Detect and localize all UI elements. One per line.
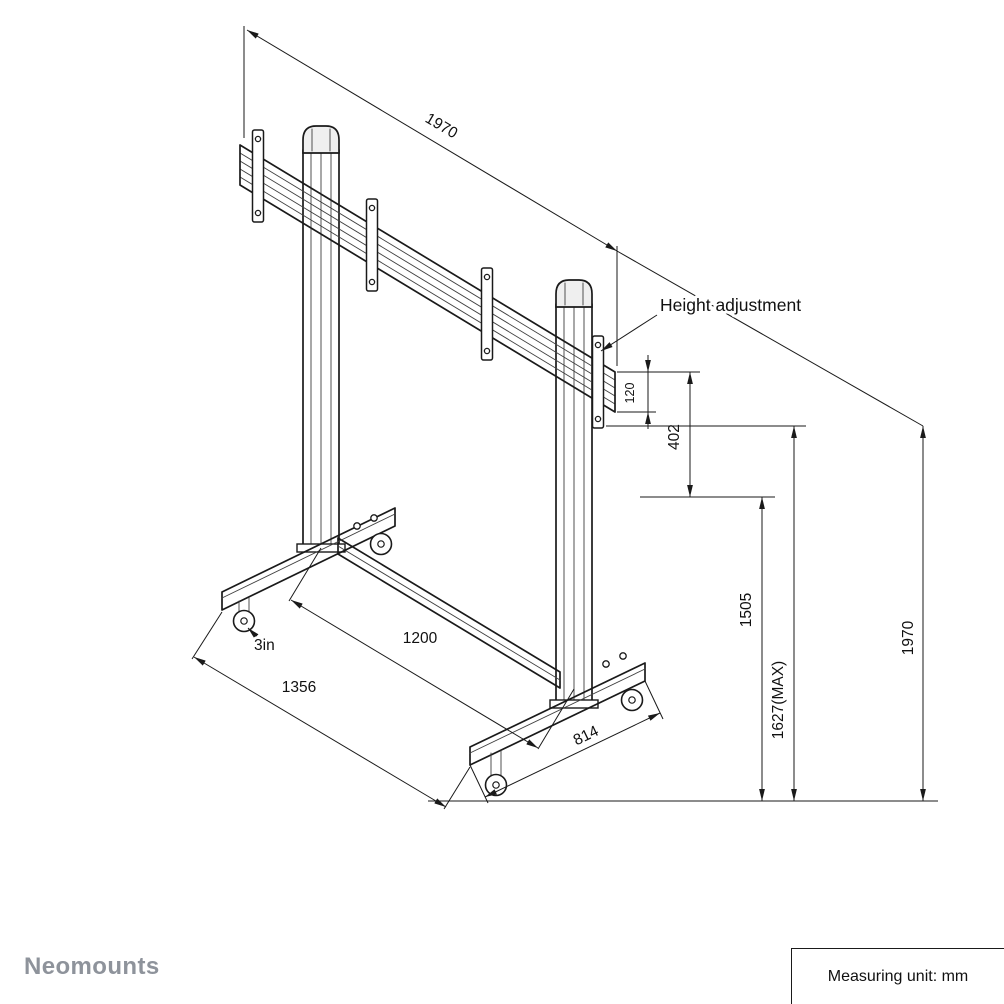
dimension-column-height: 1505 xyxy=(735,497,765,801)
dim-total-height-label: 1970 xyxy=(900,620,917,655)
left-pole-cap xyxy=(302,125,340,154)
height-adjustment-label: Height adjustment xyxy=(660,295,801,315)
dim-base-width-label: 1356 xyxy=(282,679,316,696)
caster-wheel-front-right xyxy=(484,750,508,797)
caster-wheel-back-left xyxy=(369,532,393,556)
bolt xyxy=(370,514,378,522)
dim-caster-size-label: 3in xyxy=(254,637,275,654)
dimension-pole-spacing: 1200 xyxy=(288,547,575,750)
dim-max-height-label: 1627(MAX) xyxy=(770,661,787,739)
dimension-base-width: 1356 xyxy=(191,611,471,810)
dimension-rail-width: 1970 xyxy=(243,26,924,427)
vesa-bracket-1 xyxy=(251,129,265,223)
dimension-total-height: 1970 xyxy=(897,426,926,801)
right-foot xyxy=(469,652,646,797)
measuring-unit-note: Measuring unit: mm xyxy=(791,948,1004,1004)
dimension-bracket-offset: 402 xyxy=(640,372,775,498)
dim-bracket-offset-label: 402 xyxy=(666,424,683,450)
dimension-caster-size: 3in xyxy=(247,627,278,657)
dim-pole-spacing-label: 1200 xyxy=(403,630,438,647)
left-foot xyxy=(221,507,396,633)
dimension-rail-profile: 120 xyxy=(617,355,700,429)
caster-wheel-back-right xyxy=(620,688,644,712)
right-pole xyxy=(549,303,599,709)
caster-wheel-front-left xyxy=(232,597,256,633)
right-pole-cap xyxy=(555,279,593,308)
dim-rail-profile-label: 120 xyxy=(623,383,637,404)
mounting-rail xyxy=(239,144,616,413)
bolt xyxy=(353,522,361,530)
vesa-bracket-2 xyxy=(365,198,379,292)
bolt xyxy=(602,660,610,668)
cross-member xyxy=(337,537,561,689)
dim-foot-depth-label: 814 xyxy=(571,723,602,750)
vesa-bracket-4 xyxy=(591,335,605,429)
vesa-bracket-3 xyxy=(480,267,494,361)
dim-column-height-label: 1505 xyxy=(738,593,755,627)
height-adjustment-callout: Height adjustment xyxy=(600,292,804,352)
brand-logo: Neomounts xyxy=(24,953,160,980)
dimension-max-height: 1627(MAX) xyxy=(606,425,806,801)
measuring-unit-text: Measuring unit: mm xyxy=(827,968,969,985)
bolt xyxy=(619,652,627,660)
